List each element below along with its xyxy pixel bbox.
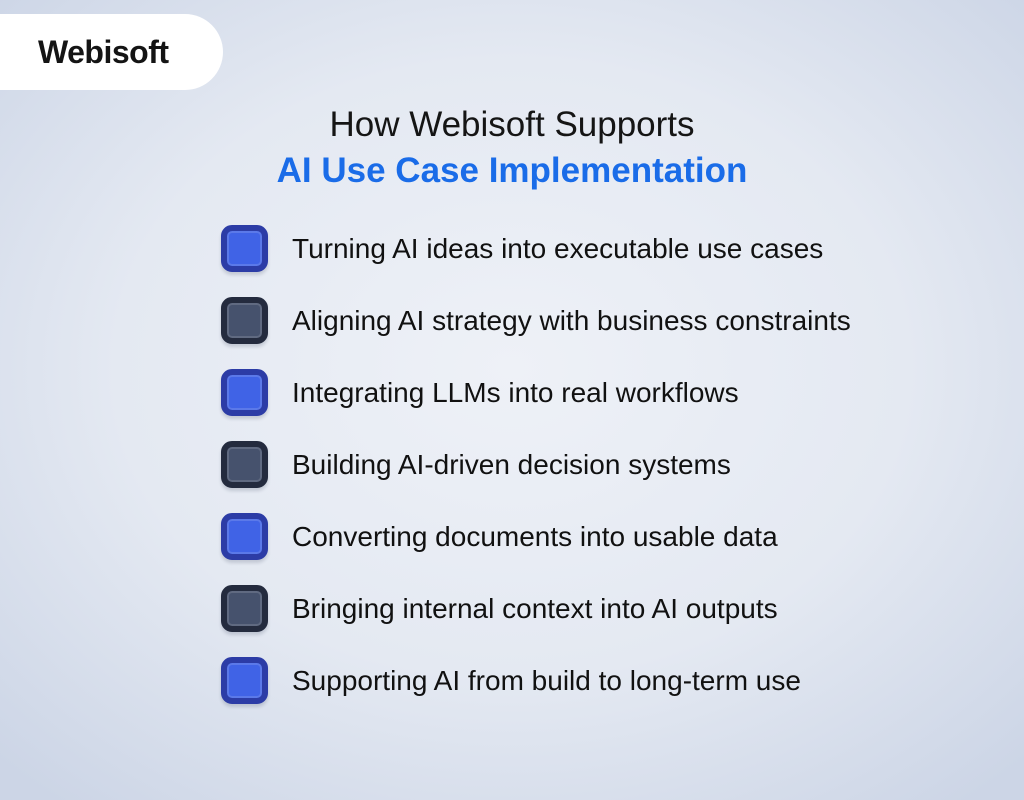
dark-square-icon xyxy=(221,297,268,344)
list-item: Turning AI ideas into executable use cas… xyxy=(221,225,851,272)
list-item-label: Supporting AI from build to long-term us… xyxy=(292,664,801,696)
dark-square-icon xyxy=(221,585,268,632)
list-item-label: Turning AI ideas into executable use cas… xyxy=(292,232,824,264)
list-item-label: Converting documents into usable data xyxy=(292,520,778,552)
list-item-label: Integrating LLMs into real workflows xyxy=(292,376,739,408)
list-item-label: Aligning AI strategy with business const… xyxy=(292,304,851,336)
list-item: Converting documents into usable data xyxy=(221,513,851,560)
blue-square-icon xyxy=(221,657,268,704)
list-item-label: Bringing internal context into AI output… xyxy=(292,592,778,624)
list-item: Integrating LLMs into real workflows xyxy=(221,369,851,416)
list-item: Bringing internal context into AI output… xyxy=(221,585,851,632)
blue-square-icon xyxy=(221,225,268,272)
webisoft-logo-text: Webisoft xyxy=(38,33,169,70)
feature-list: Turning AI ideas into executable use cas… xyxy=(221,225,851,704)
page-title: How Webisoft Supports AI Use Case Implem… xyxy=(0,102,1024,194)
dark-square-icon xyxy=(221,441,268,488)
title-line-2: AI Use Case Implementation xyxy=(276,151,748,190)
list-item: Aligning AI strategy with business const… xyxy=(221,297,851,344)
blue-square-icon xyxy=(221,369,268,416)
blue-square-icon xyxy=(221,513,268,560)
list-item: Supporting AI from build to long-term us… xyxy=(221,657,851,704)
title-line-1: How Webisoft Supports xyxy=(329,105,695,144)
webisoft-logo: Webisoft xyxy=(0,14,223,90)
list-item-label: Building AI-driven decision systems xyxy=(292,448,731,480)
list-item: Building AI-driven decision systems xyxy=(221,441,851,488)
